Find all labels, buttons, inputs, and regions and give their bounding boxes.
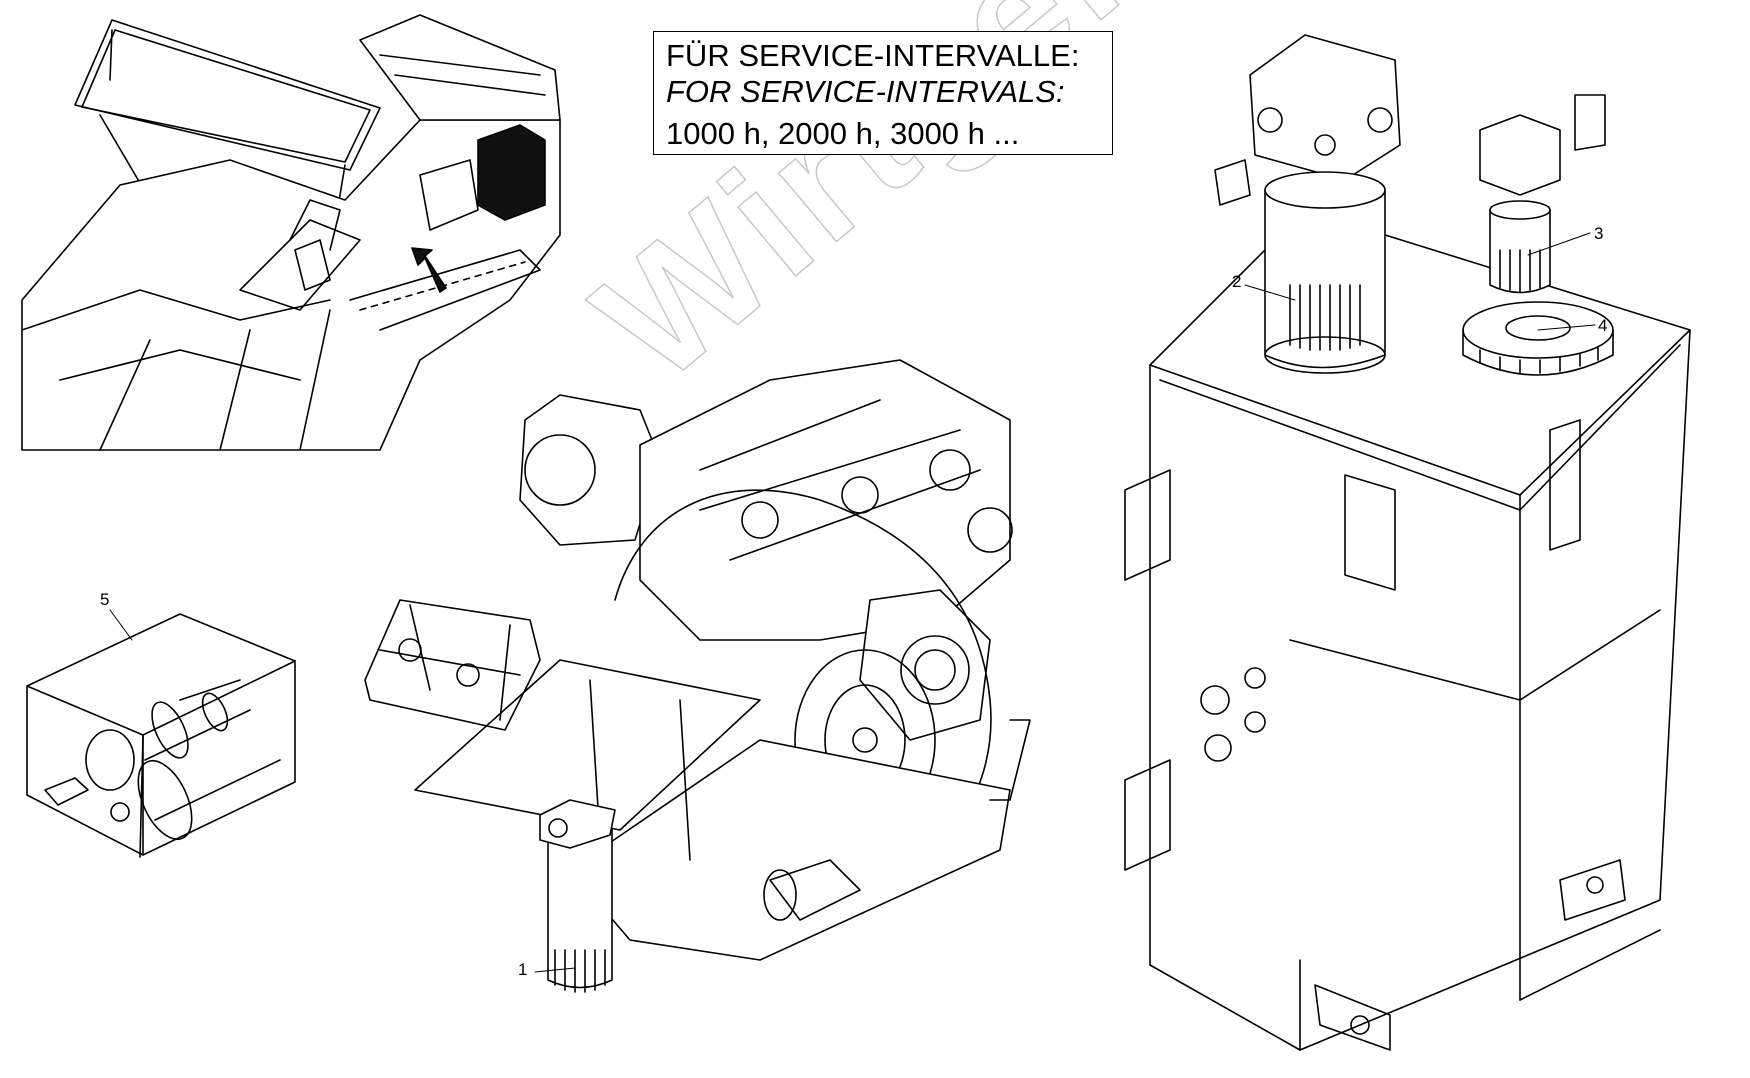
service-interval-notice: FÜR SERVICE-INTERVALLE: FOR SERVICE-INTE… [653, 31, 1113, 155]
callout-4: 4 [1598, 316, 1608, 335]
notice-english: FOR SERVICE-INTERVALS: [666, 74, 1065, 109]
notice-intervals: 1000 h, 2000 h, 3000 h ... [666, 116, 1020, 151]
callout-leader-lines [109, 232, 1596, 973]
callout-3: 3 [1594, 224, 1604, 243]
callout-5: 5 [100, 590, 110, 609]
machine-overview-illustration [21, 14, 561, 451]
pump-assembly-illustration [364, 359, 1031, 993]
callout-1: 1 [518, 960, 528, 979]
hydraulic-tank-illustration [1124, 34, 1691, 1051]
notice-german: FÜR SERVICE-INTERVALLE: [666, 38, 1080, 73]
filter-kit-box-illustration [26, 613, 296, 858]
callout-2: 2 [1232, 272, 1242, 291]
